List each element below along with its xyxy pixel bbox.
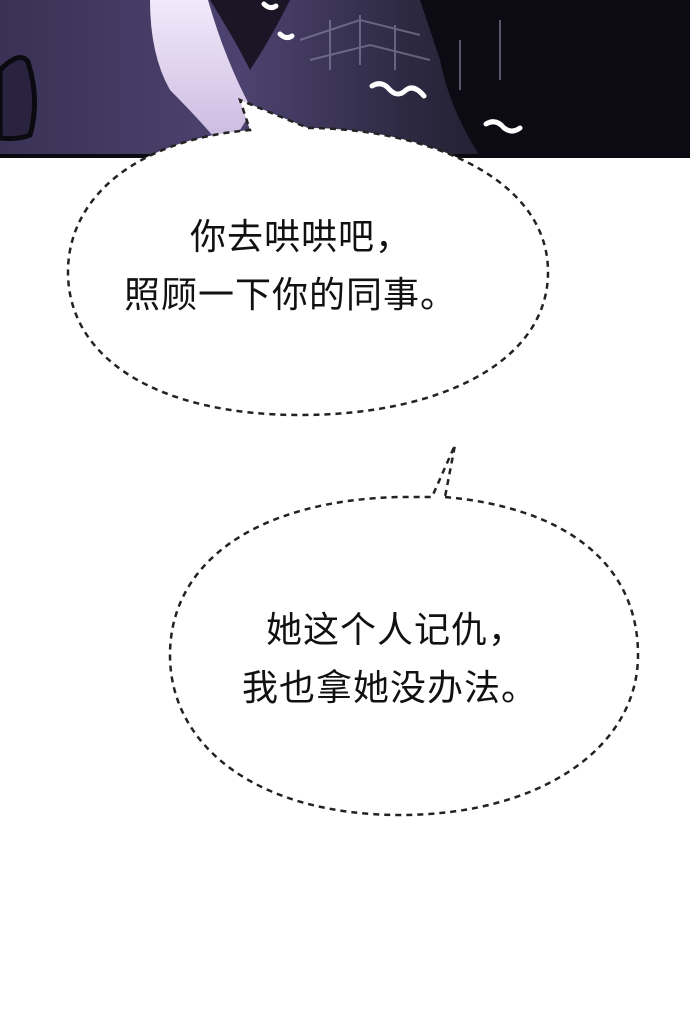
motion-squiggles <box>261 1 523 134</box>
bubble-1-line-2: 照顾一下你的同事。 <box>124 275 458 316</box>
bubble-2-line-1: 她这个人记仇， <box>266 610 526 651</box>
dark-shape-left <box>0 55 38 142</box>
speech-bubble-1 <box>66 97 550 417</box>
background-railing <box>299 15 501 90</box>
dark-hair <box>210 0 290 70</box>
dark-shadow-right <box>420 0 690 156</box>
light-cloth <box>150 0 252 150</box>
bubble-2-line-2: 我也拿她没办法。 <box>242 668 539 709</box>
bubble-1-line-1: 你去哄哄吧， <box>190 217 413 258</box>
speech-bubble-2 <box>168 444 640 817</box>
